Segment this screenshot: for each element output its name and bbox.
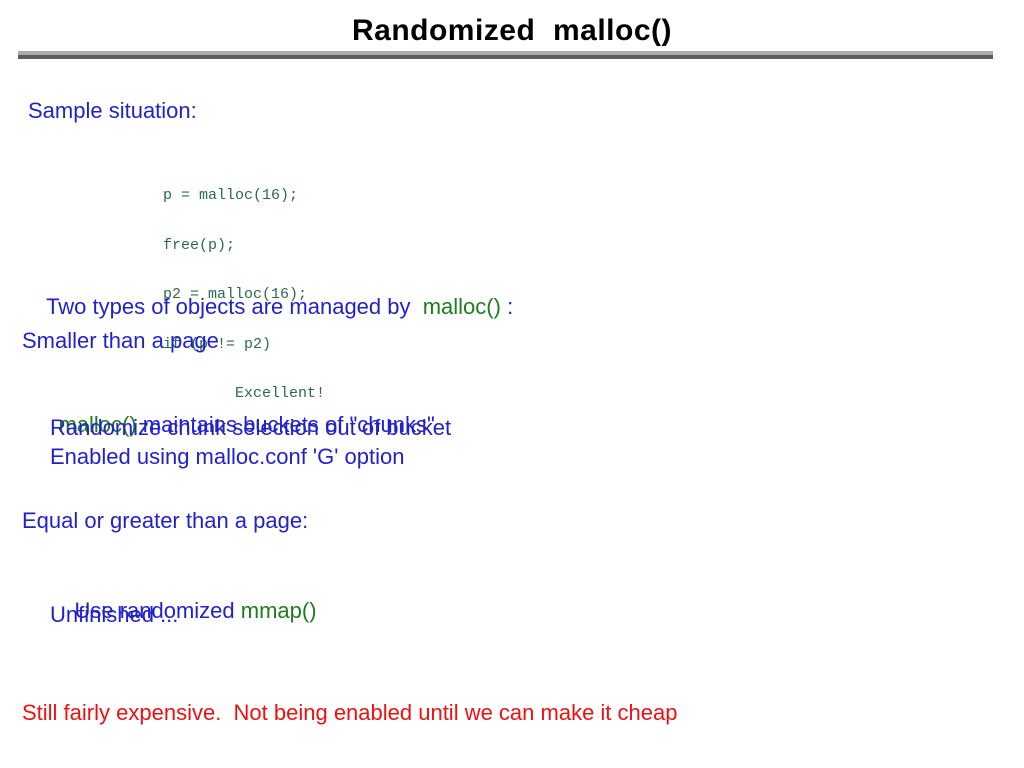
two-types-suffix: : <box>500 294 514 319</box>
two-types-prefix: Two types of objects are managed by <box>46 294 423 319</box>
sample-situation-label: Sample situation: <box>28 98 197 123</box>
bucket-line: malloc() maintains buckets of "chunks" <box>34 386 435 464</box>
mmap-line-prefix: Use randomized <box>74 598 241 623</box>
unfinished-line: Unfinished ... <box>50 602 179 627</box>
code-line: p2 = malloc(16); <box>163 286 308 303</box>
footer-warning-note: Still fairly expensive. Not being enable… <box>22 700 678 725</box>
enabled-option-line: Enabled using malloc.conf 'G' option <box>50 444 405 469</box>
bucket-line-text: maintains buckets of "chunks" <box>136 412 435 437</box>
code-sample: p = malloc(16); free(p); p2 = malloc(16)… <box>163 155 325 436</box>
code-line: free(p); <box>163 236 236 254</box>
equal-or-greater-heading: Equal or greater than a page: <box>22 508 309 533</box>
code-line: p = malloc(16); <box>163 187 299 204</box>
mmap-line: Use randomized mmap() <box>50 572 317 650</box>
mmap-keyword: mmap() <box>240 598 317 623</box>
slide-title: Randomized malloc() <box>351 14 673 47</box>
malloc-keyword: malloc() <box>422 294 501 319</box>
randomize-chunk-line: Randomize chunk selection out of bucket <box>50 415 452 440</box>
title-divider-rule <box>18 51 993 59</box>
malloc-keyword: malloc() <box>58 412 137 437</box>
code-line: Excellent! <box>163 385 326 402</box>
code-line: if (p != p2) <box>163 335 272 353</box>
two-types-line: Two types of objects are managed by mall… <box>22 268 513 346</box>
smaller-than-page-heading: Smaller than a page <box>22 328 219 353</box>
